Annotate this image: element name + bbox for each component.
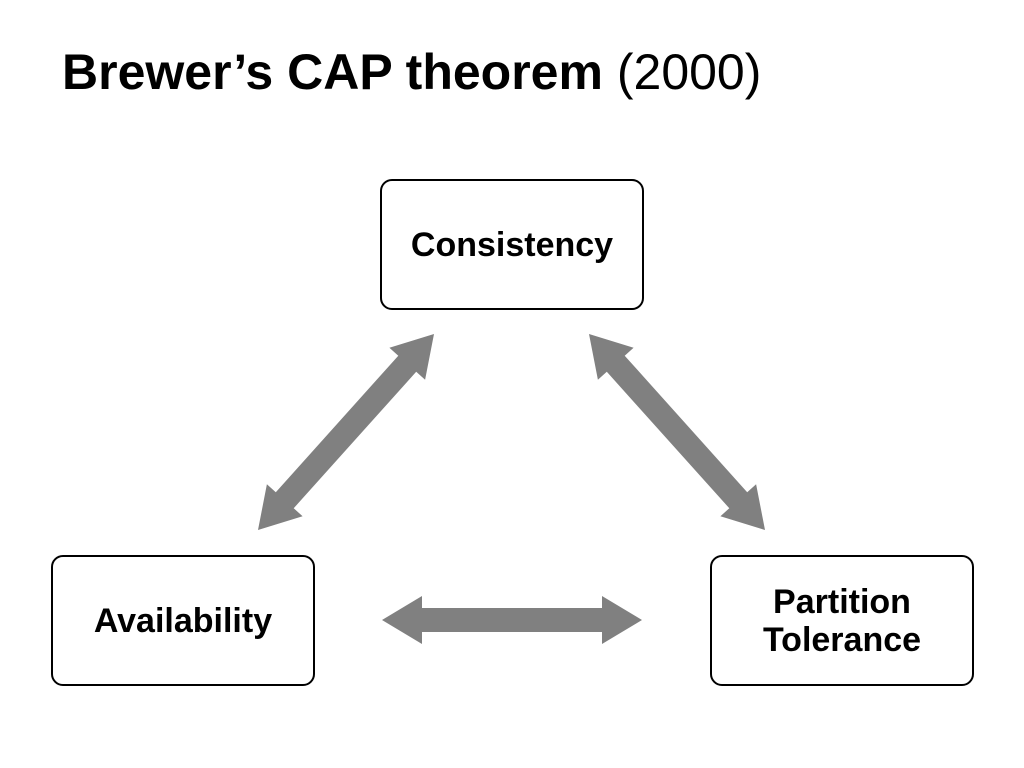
arrow-consistency-availability: [258, 334, 434, 530]
arrow-consistency-partition: [589, 334, 765, 530]
title-year: (2000): [616, 44, 762, 100]
slide-title: Brewer’s CAP theorem (2000): [62, 40, 761, 104]
node-partition-tolerance: Partition Tolerance: [710, 555, 974, 686]
node-partition-label-line1: Partition: [773, 582, 911, 621]
title-main: Brewer’s CAP theorem: [62, 44, 603, 100]
arrow-availability-partition: [382, 596, 642, 644]
node-consistency-label: Consistency: [410, 225, 614, 264]
node-partition-label-line2: Tolerance: [762, 620, 922, 659]
node-consistency: Consistency: [380, 179, 644, 310]
node-availability: Availability: [51, 555, 315, 686]
node-availability-label: Availability: [93, 601, 273, 640]
